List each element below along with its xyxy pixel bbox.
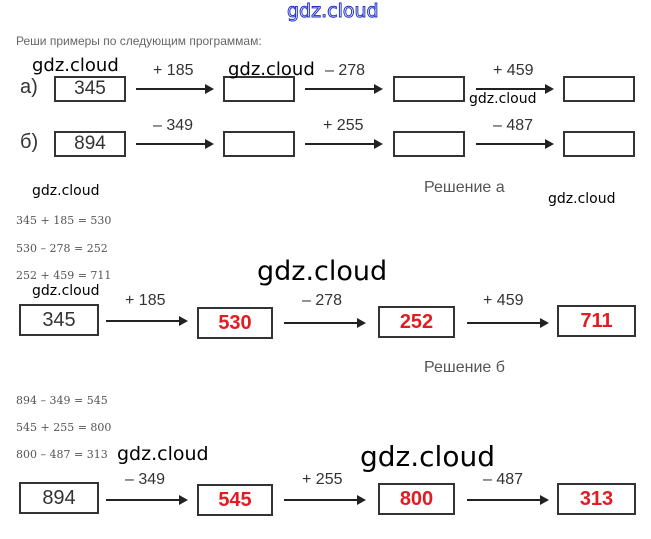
task-b-box-4[interactable] — [563, 131, 635, 157]
watermark: gdz.cloud — [360, 440, 495, 473]
solution-a-equation-2: 530 – 278 = 252 — [16, 242, 108, 255]
instruction: Реши примеры по следующим программам: — [16, 34, 262, 48]
watermark: gdz.cloud — [32, 283, 100, 299]
row-b-label: б) — [20, 131, 39, 153]
solution-a-op-2: – 278 — [302, 292, 343, 309]
solution-a-box-2: 530 — [197, 307, 273, 339]
task-a-box-3[interactable] — [393, 76, 465, 102]
task-a-op-1: + 185 — [153, 62, 194, 79]
arrow-icon — [284, 495, 366, 505]
task-b-op-3: – 487 — [493, 117, 534, 134]
solution-b-box-4: 313 — [557, 483, 636, 515]
solution-b-box-1: 894 — [19, 482, 99, 514]
arrow-icon — [284, 318, 366, 328]
task-a-op-2: – 278 — [325, 62, 366, 79]
watermark: gdz.cloud — [257, 256, 388, 287]
task-a-op-3: + 459 — [493, 62, 534, 79]
solution-a-op-1: + 185 — [125, 292, 166, 309]
arrow-icon — [467, 318, 549, 328]
arrow-icon — [476, 139, 554, 149]
solution-a-box-1: 345 — [19, 304, 99, 336]
solution-b-equation-2: 545 + 255 = 800 — [16, 421, 112, 434]
arrow-icon — [136, 139, 214, 149]
solution-b-equation-1: 894 – 349 = 545 — [16, 394, 108, 407]
task-b-start-box: 894 — [54, 131, 126, 157]
arrow-icon — [305, 84, 383, 94]
solution-b-op-3: – 487 — [483, 471, 524, 488]
solution-a-box-3: 252 — [378, 306, 455, 338]
task-b-box-3[interactable] — [393, 131, 465, 157]
solution-b-op-1: – 349 — [125, 471, 166, 488]
solution-a-heading: Решение а — [424, 179, 505, 196]
solution-a-equation-3: 252 + 459 = 711 — [16, 269, 112, 282]
task-a-start-box: 345 — [54, 76, 126, 102]
solution-b-heading: Решение б — [424, 359, 505, 376]
arrow-icon — [305, 139, 383, 149]
watermark: gdz.cloud — [32, 55, 119, 76]
watermark: gdz.cloud — [469, 91, 537, 107]
row-a-label: а) — [20, 76, 38, 98]
task-b-box-2[interactable] — [223, 131, 295, 157]
watermark: gdz.cloud — [228, 59, 315, 80]
solution-a-op-3: + 459 — [483, 292, 524, 309]
watermark: gdz.cloud — [548, 191, 616, 207]
arrow-icon — [106, 495, 188, 505]
solution-a-box-4: 711 — [557, 305, 636, 337]
arrow-icon — [467, 495, 549, 505]
arrow-icon — [106, 316, 188, 326]
arrow-icon — [476, 84, 554, 94]
solution-a-equation-1: 345 + 185 = 530 — [16, 214, 112, 227]
task-b-op-2: + 255 — [323, 117, 364, 134]
task-a-box-2[interactable] — [223, 76, 295, 102]
watermark: gdz.cloud — [32, 183, 100, 199]
solution-b-equation-3: 800 – 487 = 313 — [16, 448, 108, 461]
top-watermark: gdz.cloud — [287, 0, 380, 23]
solution-b-box-2: 545 — [197, 484, 273, 516]
task-a-box-4[interactable] — [563, 76, 635, 102]
solution-b-op-2: + 255 — [302, 471, 343, 488]
watermark: gdz.cloud — [117, 443, 209, 465]
arrow-icon — [136, 84, 214, 94]
solution-b-box-3: 800 — [378, 483, 455, 515]
task-b-op-1: – 349 — [153, 117, 194, 134]
